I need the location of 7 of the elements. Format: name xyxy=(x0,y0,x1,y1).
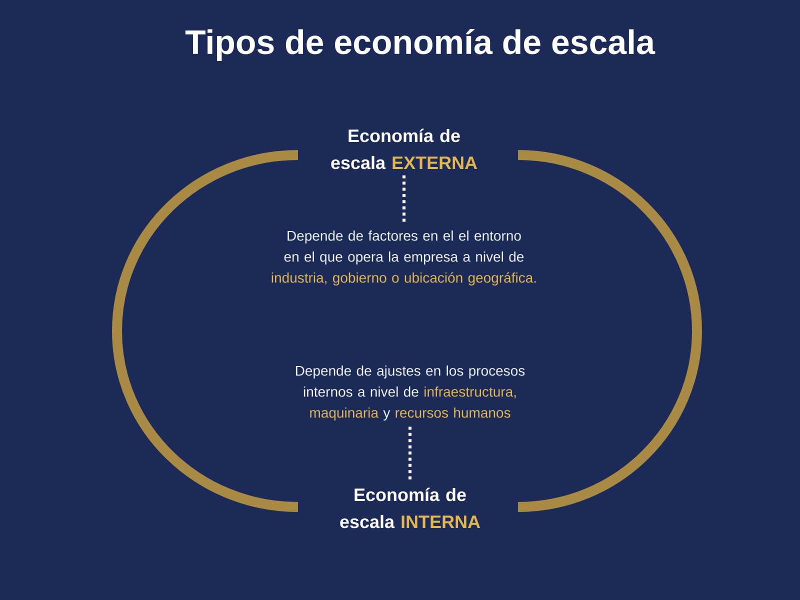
heading-text: Economía de escala INTERNA xyxy=(340,488,480,528)
dotted-line xyxy=(402,175,406,224)
description-text: Depende de ajustes en los procesos internos a nivel de infraestructura, maquinaria y recursos humanos xyxy=(296,365,525,421)
title: Tipos de economía de escala xyxy=(185,29,656,61)
description-text: Depende de factores en el el entorno en el que opera la empresa a nivel de industria, gobierno o ubicación geográfica. xyxy=(272,230,536,286)
dotted-line xyxy=(408,426,412,482)
heading-text: Economía de escala EXTERNA xyxy=(331,128,478,170)
